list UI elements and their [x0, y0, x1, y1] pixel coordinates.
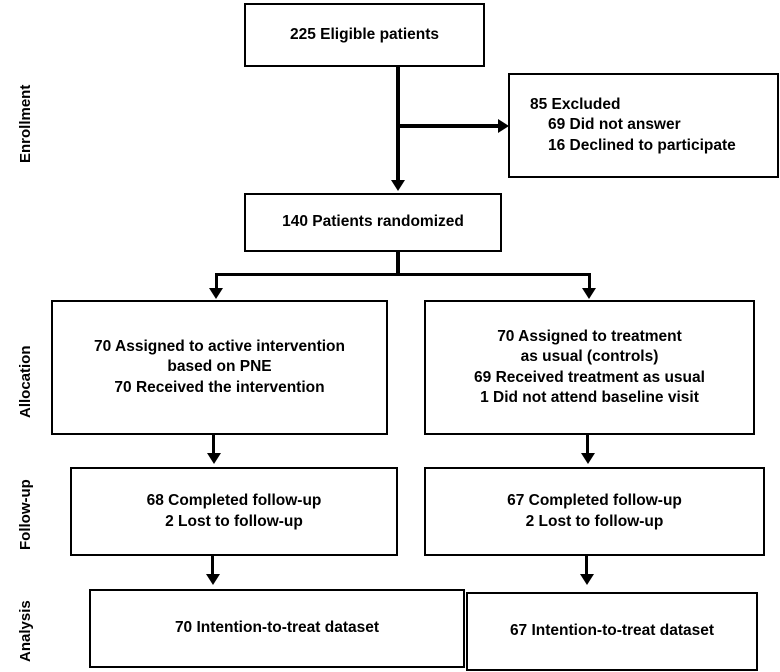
node-allocation-left-line-0: 70 Assigned to active intervention	[94, 337, 345, 355]
node-followup-left-line-1: 2 Lost to follow-up	[165, 512, 303, 530]
node-excluded-line-0: 85 Excluded	[530, 95, 621, 113]
node-allocation-control: 70 Assigned to treatment as usual (contr…	[424, 300, 755, 435]
connector-eligible-to-excluded-line	[396, 124, 500, 128]
node-followup-right-line-0: 67 Completed follow-up	[507, 492, 682, 510]
stage-label-enrollment: Enrollment	[17, 84, 34, 163]
connector-alloc-left-to-followup-arrow	[207, 453, 221, 464]
node-eligible-patients: 225 Eligible patients	[244, 3, 485, 67]
connector-alloc-right-to-followup-line	[586, 435, 589, 457]
node-analysis-intervention: 70 Intention-to-treat dataset	[89, 589, 465, 668]
stage-label-analysis: Analysis	[17, 600, 34, 662]
connector-eligible-to-randomized-arrow	[391, 180, 405, 191]
connector-randomized-stub	[396, 252, 400, 275]
node-eligible-line-0: 225 Eligible patients	[289, 25, 440, 43]
connector-followup-right-to-analysis-line	[585, 556, 588, 578]
connector-alloc-left-to-followup-line	[212, 435, 215, 457]
connector-fork-left-arrow	[209, 288, 223, 299]
node-excluded-line-2: 16 Declined to participate	[548, 136, 736, 154]
node-allocation-right-line-0: 70 Assigned to treatment	[497, 327, 682, 345]
node-analysis-left-line-0: 70 Intention-to-treat dataset	[174, 619, 380, 637]
node-followup-left-line-0: 68 Completed follow-up	[146, 492, 322, 510]
node-allocation-right-line-2: 69 Received treatment as usual	[474, 368, 705, 386]
node-randomized: 140 Patients randomized	[244, 193, 502, 252]
connector-fork-right-drop	[588, 273, 591, 292]
stage-label-allocation: Allocation	[17, 345, 34, 418]
node-randomized-line-0: 140 Patients randomized	[282, 213, 464, 231]
node-allocation-right-line-1: as usual (controls)	[520, 348, 659, 366]
connector-alloc-right-to-followup-arrow	[581, 453, 595, 464]
connector-followup-left-to-analysis-line	[211, 556, 214, 578]
node-analysis-control: 67 Intention-to-treat dataset	[466, 592, 758, 671]
connector-followup-left-to-analysis-arrow	[206, 574, 220, 585]
node-excluded-line-1: 69 Did not answer	[548, 116, 681, 134]
connector-fork-right-arrow	[582, 288, 596, 299]
node-excluded: 85 Excluded 69 Did not answer 16 Decline…	[508, 73, 779, 178]
node-followup-right-line-1: 2 Lost to follow-up	[525, 512, 664, 530]
node-allocation-left-line-1: based on PNE	[167, 358, 272, 376]
node-followup-intervention: 68 Completed follow-up 2 Lost to follow-…	[70, 467, 398, 556]
stage-label-followup: Follow-up	[17, 479, 34, 550]
node-followup-control: 67 Completed follow-up 2 Lost to follow-…	[424, 467, 765, 556]
node-allocation-left-line-2: 70 Received the intervention	[114, 378, 325, 396]
connector-followup-right-to-analysis-arrow	[580, 574, 594, 585]
connector-eligible-to-excluded-arrow	[498, 119, 509, 133]
node-allocation-intervention: 70 Assigned to active intervention based…	[51, 300, 388, 435]
node-analysis-right-line-0: 67 Intention-to-treat dataset	[509, 622, 715, 640]
node-allocation-right-line-3: 1 Did not attend baseline visit	[480, 388, 699, 406]
connector-fork-left-drop	[215, 273, 218, 292]
connector-randomized-fork-bar	[215, 273, 591, 276]
